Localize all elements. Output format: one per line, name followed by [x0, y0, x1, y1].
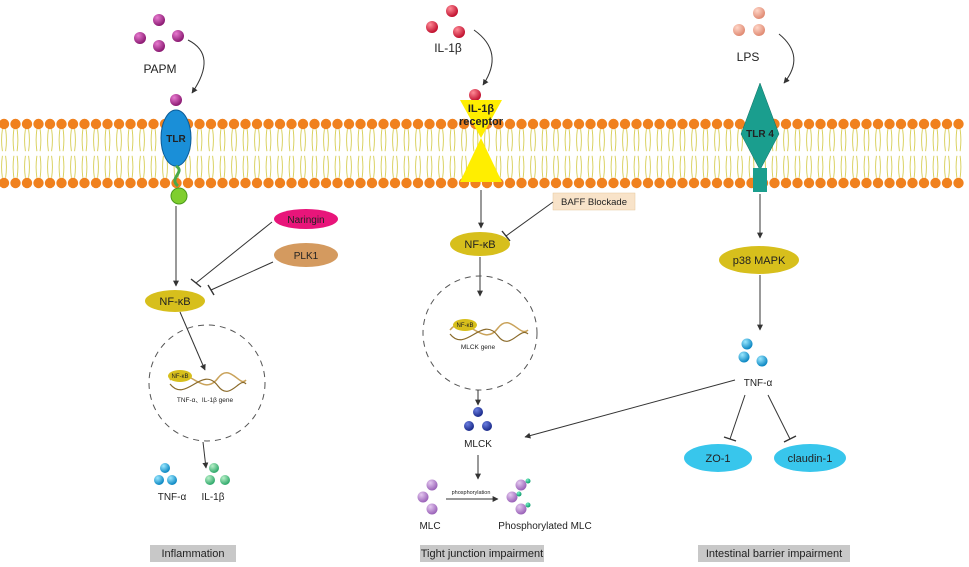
cytokines-left [154, 463, 230, 485]
footer-inflammation-label: Inflammation [162, 548, 225, 560]
tlr-linker [173, 164, 181, 188]
tnf-alpha-right-dots [738, 338, 768, 367]
nucleus-left [148, 324, 266, 442]
p38-mapk-label: p38 MAPK [733, 255, 786, 267]
baff-blockade-box [552, 192, 636, 211]
il1b-receptor-bottom [460, 138, 502, 182]
plk1-label: PLK1 [294, 251, 319, 262]
ligand-papm-label: PAPM [143, 62, 176, 76]
inhibit-baff [505, 201, 554, 237]
mlc-dots [417, 479, 438, 515]
mlc-label: MLC [419, 521, 440, 532]
plk1-pill [274, 243, 338, 267]
arrow-il1b-to-receptor [473, 29, 493, 86]
mlck-dots [464, 407, 492, 431]
tnf-alpha-left-label: TNF-α [158, 492, 187, 503]
naringin-pill [274, 209, 338, 229]
inhibit-zo1 [729, 394, 746, 440]
tlr4-receptor [740, 82, 780, 171]
inhibit-claudin1 [767, 394, 791, 440]
receptor-label-line2: receptor [459, 116, 504, 128]
footer-barrier-label: Intestinal barrier impairment [706, 548, 842, 560]
zo1-pill [684, 444, 752, 472]
ligand-lps-dots [733, 7, 765, 36]
naringin-label: Naringin [287, 215, 324, 226]
inhibit-naringin [195, 221, 273, 284]
bound-papm-dot [170, 94, 182, 106]
nfkb-gene-middle-pill [453, 319, 477, 331]
il1b-receptor-top [460, 100, 502, 138]
nfkb-gene-left-label: NF-κB [172, 374, 189, 380]
nfkb-left-label: NF-κB [159, 296, 190, 308]
nfkb-middle-label: NF-κB [464, 239, 495, 251]
footer-barrier-box [698, 545, 850, 562]
phosphorylated-mlc-label: Phosphorylated MLC [498, 521, 591, 532]
zo1-label: ZO-1 [705, 453, 730, 465]
baff-blockade-label: BAFF Blockade [561, 197, 627, 208]
phosphorylation-label: phosphorylation [452, 490, 491, 496]
tlr-tir-domain [170, 187, 188, 205]
tlr4-stem [753, 168, 767, 192]
ligand-lps-label: LPS [737, 50, 760, 64]
footer-tight-junction-label: Tight junction impairment [421, 548, 543, 560]
arrow-nucleus-to-cytokines [202, 441, 209, 469]
claudin1-pill [774, 444, 846, 472]
inhibit-plk1 [210, 261, 274, 291]
arrow-nfkb-to-nucleus-left [179, 311, 206, 371]
nfkb-gene-left-pill [168, 370, 192, 382]
receptor-label-line1: IL-1β [468, 103, 495, 115]
claudin1-label: claudin-1 [788, 453, 833, 465]
tlr4-label: TLR 4 [746, 129, 774, 140]
tlr-label: TLR [166, 134, 186, 145]
footer-inflammation-box [150, 545, 236, 562]
arrow-tnf-to-mlck [524, 379, 736, 439]
bound-il1b-dot [469, 89, 481, 101]
mlck-label: MLCK [464, 439, 492, 450]
phosphorylated-mlc-dots [506, 478, 531, 515]
cell-membrane [0, 118, 964, 189]
footer-tight-junction-box [420, 545, 544, 562]
nfkb-middle-pill [450, 232, 510, 256]
nfkb-gene-middle-label: NF-κB [457, 323, 474, 329]
gene-left-label: TNF-α、IL-1β gene [177, 397, 234, 404]
gene-middle-label: MLCK gene [461, 344, 496, 351]
nucleus-middle [422, 275, 538, 391]
arrow-lps-to-tlr4 [778, 33, 795, 84]
il1b-left-label: IL-1β [202, 492, 225, 503]
ligand-papm-dots [134, 14, 184, 52]
ligand-il1b-dots [426, 5, 465, 38]
p38-mapk-pill [719, 246, 799, 274]
arrow-papm-to-tlr [187, 39, 205, 94]
nfkb-left-pill [145, 290, 205, 312]
ligand-il1b-label: IL-1β [434, 41, 462, 55]
tnf-alpha-right-label: TNF-α [744, 378, 773, 389]
